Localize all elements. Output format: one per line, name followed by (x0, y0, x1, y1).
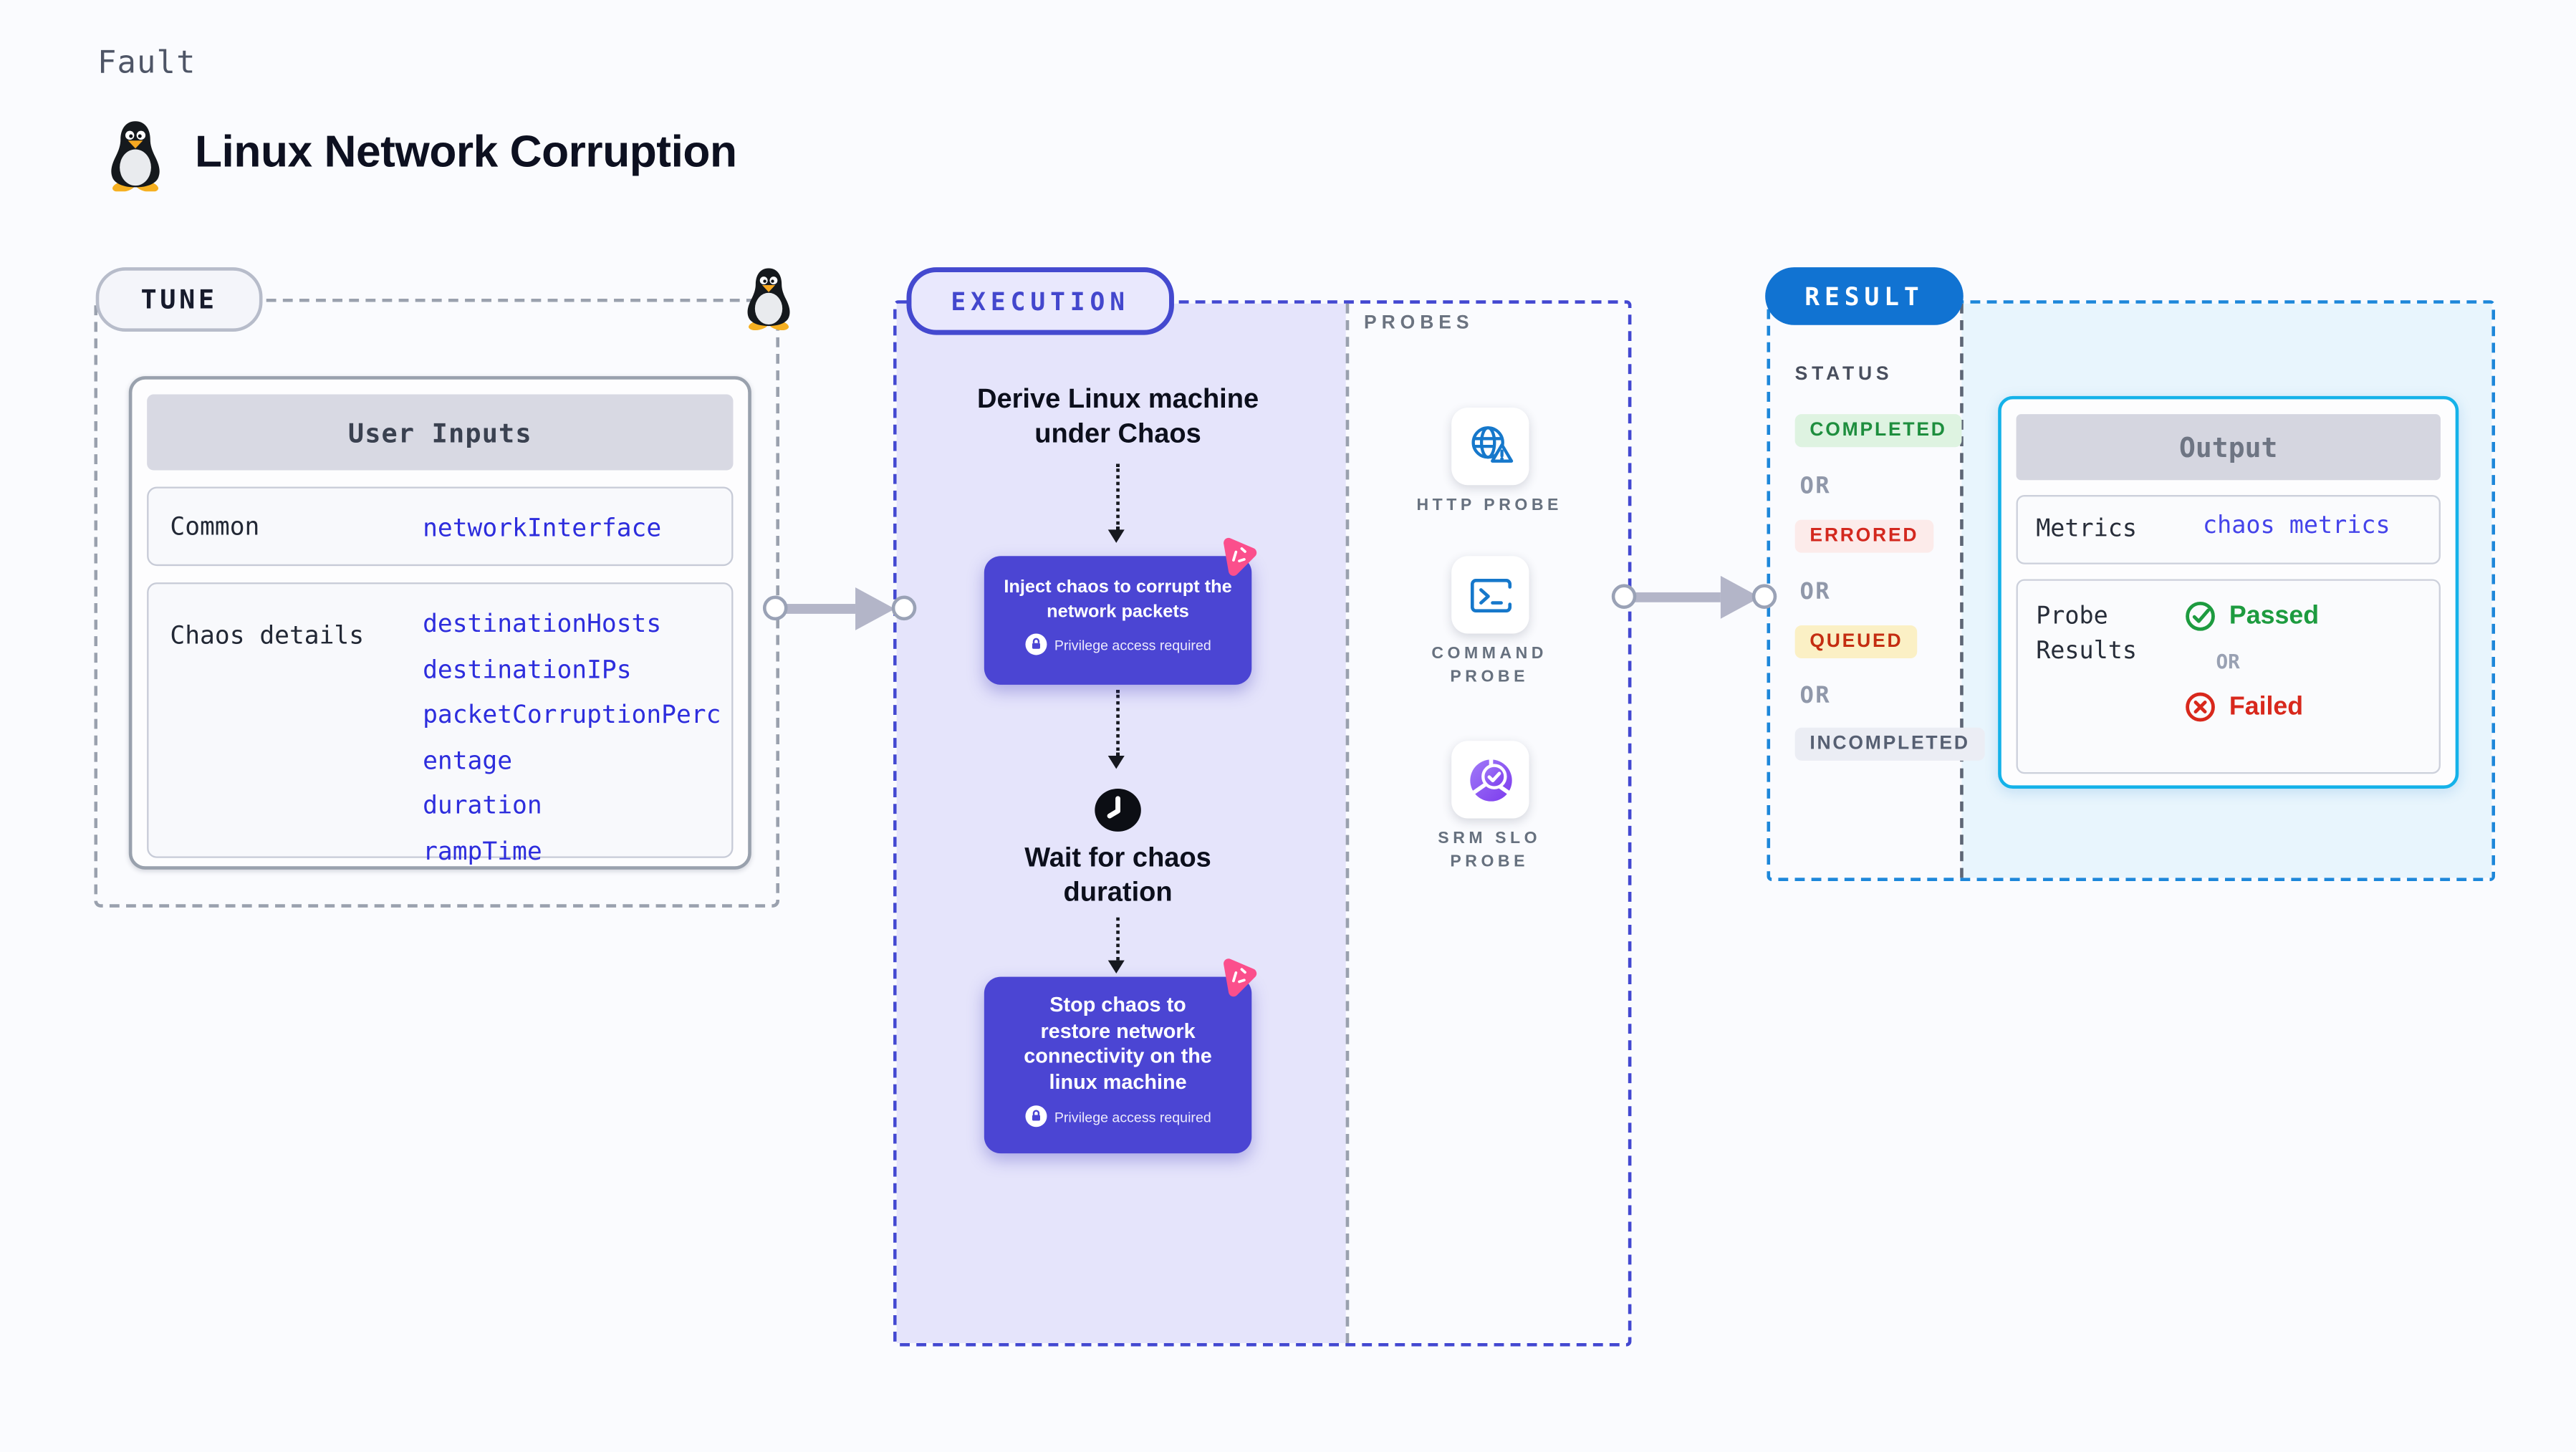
connector-circle (1751, 584, 1777, 609)
arrow-down-icon (1107, 960, 1125, 974)
tux-penguin-icon (111, 121, 160, 192)
input-param: destinationIPs (423, 654, 632, 684)
row-label: Common (170, 511, 260, 542)
result-separator (1960, 303, 1964, 878)
chaos-logo-icon (1224, 537, 1257, 576)
or-label: OR (2216, 650, 2240, 673)
failed-label: Failed (2229, 692, 2304, 721)
lock-icon (1024, 633, 1047, 655)
flow-arrow-shaft (782, 602, 856, 613)
stop-chaos-step-card[interactable]: Stop chaos to restore network connectivi… (984, 976, 1252, 1154)
status-badge-completed: COMPLETED (1794, 414, 1962, 448)
table-row: Common networkInterface (147, 486, 734, 567)
flow-arrow-shaft (1631, 592, 1721, 602)
probe-results-label: Probe Results (2036, 604, 2138, 665)
tux-penguin-small-icon (747, 268, 790, 331)
or-label: OR (1799, 473, 1832, 500)
privilege-note: Privilege access required (1054, 1107, 1211, 1125)
passed-label: Passed (2229, 601, 2320, 630)
input-param: packetCorruptionPercentage (423, 699, 721, 775)
step-title: Inject chaos to corrupt the network pack… (1004, 577, 1232, 622)
connector-circle (891, 595, 917, 620)
wait-step-label: Wait for chaos duration (1024, 843, 1211, 908)
output-card: Output Metrics chaos metrics Probe Resul… (1998, 395, 2459, 789)
srm-slo-probe-card[interactable] (1451, 741, 1529, 819)
probe-label: HTTP PROBE (1416, 496, 1562, 515)
status-title: STATUS (1794, 365, 1893, 385)
derive-step-label: Derive Linux machine under Chaos (976, 384, 1259, 449)
metrics-label: Metrics (2036, 516, 2138, 543)
lock-icon (1024, 1105, 1047, 1128)
check-circle-icon (2186, 601, 2215, 631)
pie-slo-icon (1469, 756, 1512, 801)
input-param: networkInterface (423, 513, 662, 543)
user-inputs-title: User Inputs (147, 394, 734, 471)
arrow-right-icon (855, 586, 895, 630)
command-probe-card[interactable] (1451, 556, 1529, 634)
globe-warning-icon (1471, 425, 1513, 462)
output-title: Output (2016, 414, 2441, 481)
probe-label: COMMAND PROBE (1431, 645, 1548, 686)
or-label: OR (1799, 579, 1832, 606)
chaos-logo-icon (1224, 958, 1257, 997)
arrow-down-icon (1107, 755, 1125, 769)
x-circle-icon (2186, 692, 2215, 722)
metrics-row: Metrics chaos metrics (2016, 495, 2441, 564)
input-param: destinationHosts (423, 608, 662, 639)
result-badge: RESULT (1765, 267, 1964, 325)
row-label: Chaos details (170, 620, 365, 650)
flow-dotted-line (1116, 917, 1120, 961)
status-badge-incompleted: INCOMPLETED (1794, 727, 1985, 761)
connector-circle (1611, 584, 1637, 609)
flow-dotted-line (1116, 463, 1120, 530)
fault-kicker: Fault (97, 44, 196, 81)
execution-badge: EXECUTION (906, 267, 1174, 335)
table-row: Chaos details destinationHosts destinati… (147, 582, 734, 865)
probe-results-row: Probe Results Passed OR Failed (2016, 579, 2441, 774)
inject-chaos-step-card[interactable]: Inject chaos to corrupt the network pack… (984, 556, 1252, 685)
step-title: Stop chaos to restore network connectivi… (1024, 993, 1212, 1094)
probes-separator (1345, 303, 1350, 1343)
arrow-down-icon (1107, 529, 1125, 543)
or-label: OR (1799, 683, 1832, 710)
terminal-icon (1469, 577, 1511, 612)
metrics-value: chaos metrics (2203, 513, 2390, 540)
probes-title: PROBES (1364, 313, 1474, 334)
tune-badge: TUNE (95, 267, 263, 332)
input-param: duration (423, 790, 542, 820)
probe-label: SRM SLO PROBE (1438, 830, 1542, 871)
status-badge-queued: QUEUED (1794, 625, 1918, 659)
http-probe-card[interactable] (1451, 407, 1529, 486)
privilege-note: Privilege access required (1054, 635, 1211, 653)
input-param: rampTime (423, 835, 542, 866)
flow-dotted-line (1116, 689, 1120, 756)
status-badge-errored: ERRORED (1794, 519, 1934, 553)
clock-icon (1095, 789, 1141, 832)
page-title: Linux Network Corruption (195, 127, 737, 177)
connector-circle (762, 595, 788, 620)
user-inputs-card: User Inputs Common networkInterface Chao… (128, 376, 751, 870)
